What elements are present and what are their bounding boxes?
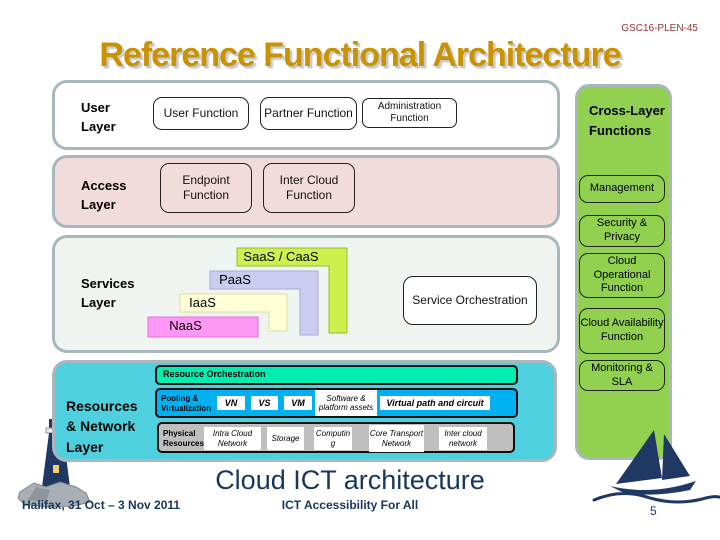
footer-event-date: Halifax, 31 Oct – 3 Nov 2011 — [22, 498, 181, 512]
virtual-path-circuit-chip: Virtual path and circuit — [380, 396, 490, 410]
storage-chip: Storage — [267, 427, 304, 450]
paas-label: PaaS — [219, 272, 251, 287]
monitoring-sla-box: Monitoring & SLA — [579, 360, 665, 391]
user-layer-container: User Layer User Function Partner Functio… — [52, 80, 560, 150]
software-platform-assets-chip: Software & platform assets — [315, 390, 377, 416]
sailboat-clipart — [592, 430, 720, 504]
naas-label: NaaS — [169, 318, 202, 333]
vn-chip: VN — [217, 396, 245, 410]
footer-event-name: ICT Accessibility For All — [281, 498, 419, 512]
doc-reference: GSC16-PLEN-45 — [621, 23, 698, 34]
services-layer-label: Services Layer — [81, 276, 135, 310]
resources-layer-container: Resources & Network Layer Resource Orche… — [52, 360, 557, 462]
vs-chip: VS — [251, 396, 278, 410]
management-box: Management — [579, 175, 665, 203]
user-layer-label: User Layer — [81, 100, 116, 134]
endpoint-function-box: Endpoint Function — [160, 163, 252, 213]
user-function-box: User Function — [153, 97, 249, 130]
administration-function-box: Administration Function — [362, 98, 457, 128]
access-layer-container: Access Layer Endpoint Function Inter Clo… — [52, 155, 560, 228]
services-layer-container: Services Layer SaaS / CaaS PaaS IaaS Naa… — [52, 235, 560, 353]
pooling-virtualization-label: Pooling & Virtualization — [161, 394, 212, 414]
resources-layer-label: Resources & Network Layer — [66, 398, 138, 455]
slide-title: Reference Functional Architecture — [99, 36, 621, 74]
intra-cloud-network-chip: Intra Cloud Network — [204, 427, 261, 450]
pooling-virtualization-bar: Pooling & Virtualization VN VS VM Softwa… — [155, 388, 518, 418]
iaas-label: IaaS — [189, 295, 216, 310]
service-stack-shapes — [147, 247, 348, 338]
cross-layer-label: Cross-Layer Functions — [589, 103, 665, 138]
inter-cloud-function-box: Inter Cloud Function — [263, 163, 355, 213]
physical-resources-label: Physical Resources — [163, 429, 204, 449]
core-transport-network-chip: Core Transport Network — [369, 425, 424, 452]
computing-chip: Computing — [314, 427, 352, 450]
security-privacy-box: Security & Privacy — [579, 215, 665, 247]
service-orchestration-box: Service Orchestration — [403, 276, 537, 325]
cloud-availability-function-box: Cloud Availability Function — [579, 308, 665, 354]
physical-resources-bar: Physical Resources Intra Cloud Network S… — [157, 422, 515, 453]
saas-caas-label: SaaS / CaaS — [243, 249, 319, 264]
page-number: 5 — [650, 504, 657, 518]
cloud-operational-function-box: Cloud Operational Function — [579, 253, 665, 298]
vm-chip: VM — [284, 396, 312, 410]
partner-function-box: Partner Function — [260, 97, 357, 130]
access-layer-label: Access Layer — [81, 178, 127, 212]
diagram-caption: Cloud ICT architecture — [215, 465, 485, 495]
resource-orchestration-bar: Resource Orchestration — [155, 365, 518, 385]
inter-cloud-network-chip: Inter cloud network — [439, 427, 487, 450]
cross-layer-panel: Cross-Layer Functions Management Securit… — [575, 84, 672, 460]
